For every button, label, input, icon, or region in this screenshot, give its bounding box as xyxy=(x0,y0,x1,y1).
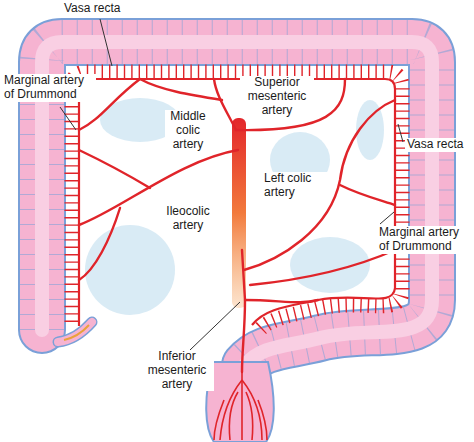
rectal-vessels xyxy=(214,372,267,440)
part-label: Left colic artery xyxy=(262,172,328,200)
part-label: Marginal artery of Drummond xyxy=(377,226,471,254)
colon xyxy=(42,42,432,365)
part-label: Vasa recta xyxy=(405,138,465,152)
part-label: Inferior mesenteric artery xyxy=(140,350,214,391)
leader-lines xyxy=(60,19,403,350)
part-label: Middle colic artery xyxy=(165,110,211,151)
colic-arteries xyxy=(79,79,395,372)
mesentery-tint xyxy=(85,98,384,315)
rectum xyxy=(206,362,274,442)
marginal-artery xyxy=(79,79,395,326)
vasa-recta xyxy=(72,72,402,332)
part-label: Ileocolic artery xyxy=(158,205,218,233)
part-label: Vasa recta xyxy=(62,2,122,16)
part-label: Superior mesenteric artery xyxy=(240,76,314,117)
appendix xyxy=(58,322,92,342)
part-label: Marginal artery of Drummond xyxy=(2,74,96,102)
appendicular-artery xyxy=(64,325,89,340)
appendix-fill xyxy=(58,322,92,342)
